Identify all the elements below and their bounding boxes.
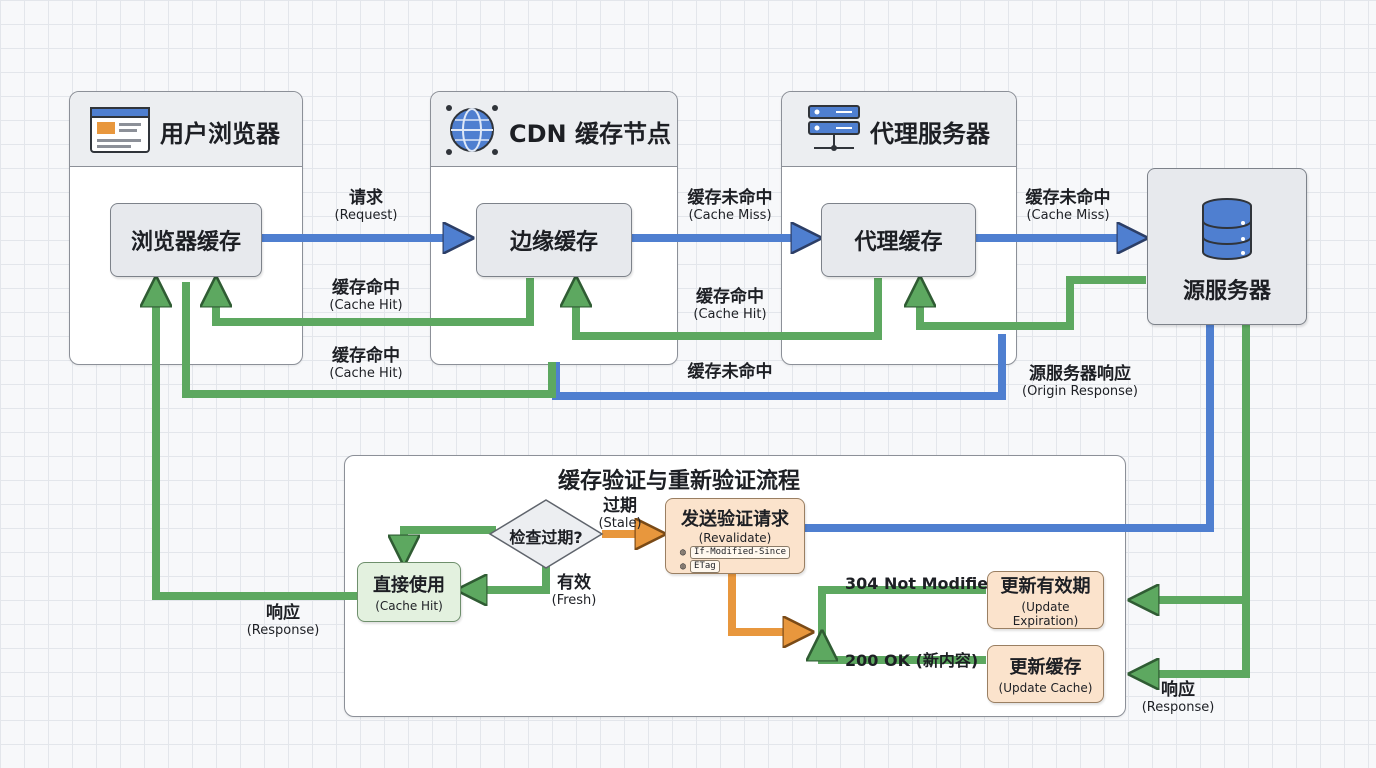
label-request: 请求 (Request) (334, 188, 398, 223)
origin-server-node: 源服务器 (1147, 168, 1307, 325)
label-cache-miss-2: 缓存未命中 (Cache Miss) (1025, 188, 1111, 223)
cdn-panel-title: CDN 缓存节点 (509, 120, 671, 148)
update-expiration-node: 更新有效期 (Update Expiration) (987, 571, 1104, 629)
update-cache-node: 更新缓存 (Update Cache) (987, 645, 1104, 703)
check-expired-diamond (488, 499, 604, 569)
label-cache-hit-1: 缓存命中 (Cache Hit) (329, 278, 403, 313)
label-cache-miss-1: 缓存未命中 (Cache Miss) (687, 188, 773, 223)
update-cache-sublabel: (Update Cache) (998, 681, 1093, 695)
label-304-not-modified: 304 Not Modified (845, 574, 1000, 593)
label-cache-hit-2: 缓存命中 (Cache Hit) (693, 287, 767, 322)
header-etag: ◍ ETag (680, 560, 720, 573)
label-200-ok: 200 OK (新内容) (845, 651, 979, 670)
label-response-left: 响应 (Response) (246, 603, 320, 638)
label-origin-response: 源服务器响应 (Origin Response) (1021, 364, 1139, 399)
proxy-cache-label: 代理缓存 (854, 230, 943, 255)
browser-window-icon (90, 107, 150, 153)
server-rack-icon (808, 105, 860, 151)
revalidate-sublabel: (Revalidate) (698, 531, 772, 545)
browser-panel-title: 用户浏览器 (160, 120, 280, 148)
update-expiration-sublabel: (Update Expiration) (1012, 600, 1079, 628)
hit-arrows (156, 278, 1250, 674)
update-expiration-label: 更新有效期 (1000, 576, 1091, 597)
use-directly-node: 直接使用 (Cache Hit) (357, 562, 461, 622)
browser-panel: 用户浏览器 (69, 91, 303, 365)
label-cache-hit-3: 缓存命中 (Cache Hit) (329, 346, 403, 381)
check-expired-label: 检查过期? (509, 528, 583, 547)
browser-cache-node: 浏览器缓存 (110, 203, 262, 277)
globe-icon: ◍ (680, 561, 687, 572)
edge-cache-label: 边缘缓存 (509, 230, 598, 255)
header-if-modified-since: ◍ If-Modified-Since (679, 546, 791, 559)
update-cache-label: 更新缓存 (1009, 657, 1082, 678)
use-directly-label: 直接使用 (373, 575, 445, 596)
label-response-right: 响应 (Response) (1141, 680, 1215, 715)
edge-cache-node: 边缘缓存 (476, 203, 632, 277)
validation-title: 缓存验证与重新验证流程 (558, 469, 801, 494)
use-directly-sublabel: (Cache Hit) (375, 599, 443, 613)
revalidate-node: 发送验证请求 (Revalidate) ◍ If-Modified-Since … (665, 498, 805, 574)
revalidate-arrows (602, 534, 808, 632)
database-icon (1202, 198, 1252, 260)
proxy-cache-node: 代理缓存 (821, 203, 976, 277)
revalidate-label: 发送验证请求 (681, 509, 789, 530)
label-stale: 过期 (Stale) (598, 496, 642, 531)
origin-server-label: 源服务器 (1182, 279, 1271, 304)
browser-cache-label: 浏览器缓存 (130, 230, 241, 255)
globe-icon: ◍ (679, 547, 686, 558)
label-fresh: 有效 (Fresh) (551, 573, 597, 608)
globe-network-icon (446, 105, 498, 155)
proxy-panel-title: 代理服务器 (870, 120, 990, 148)
label-cache-miss-3: 缓存未命中 (687, 362, 773, 382)
